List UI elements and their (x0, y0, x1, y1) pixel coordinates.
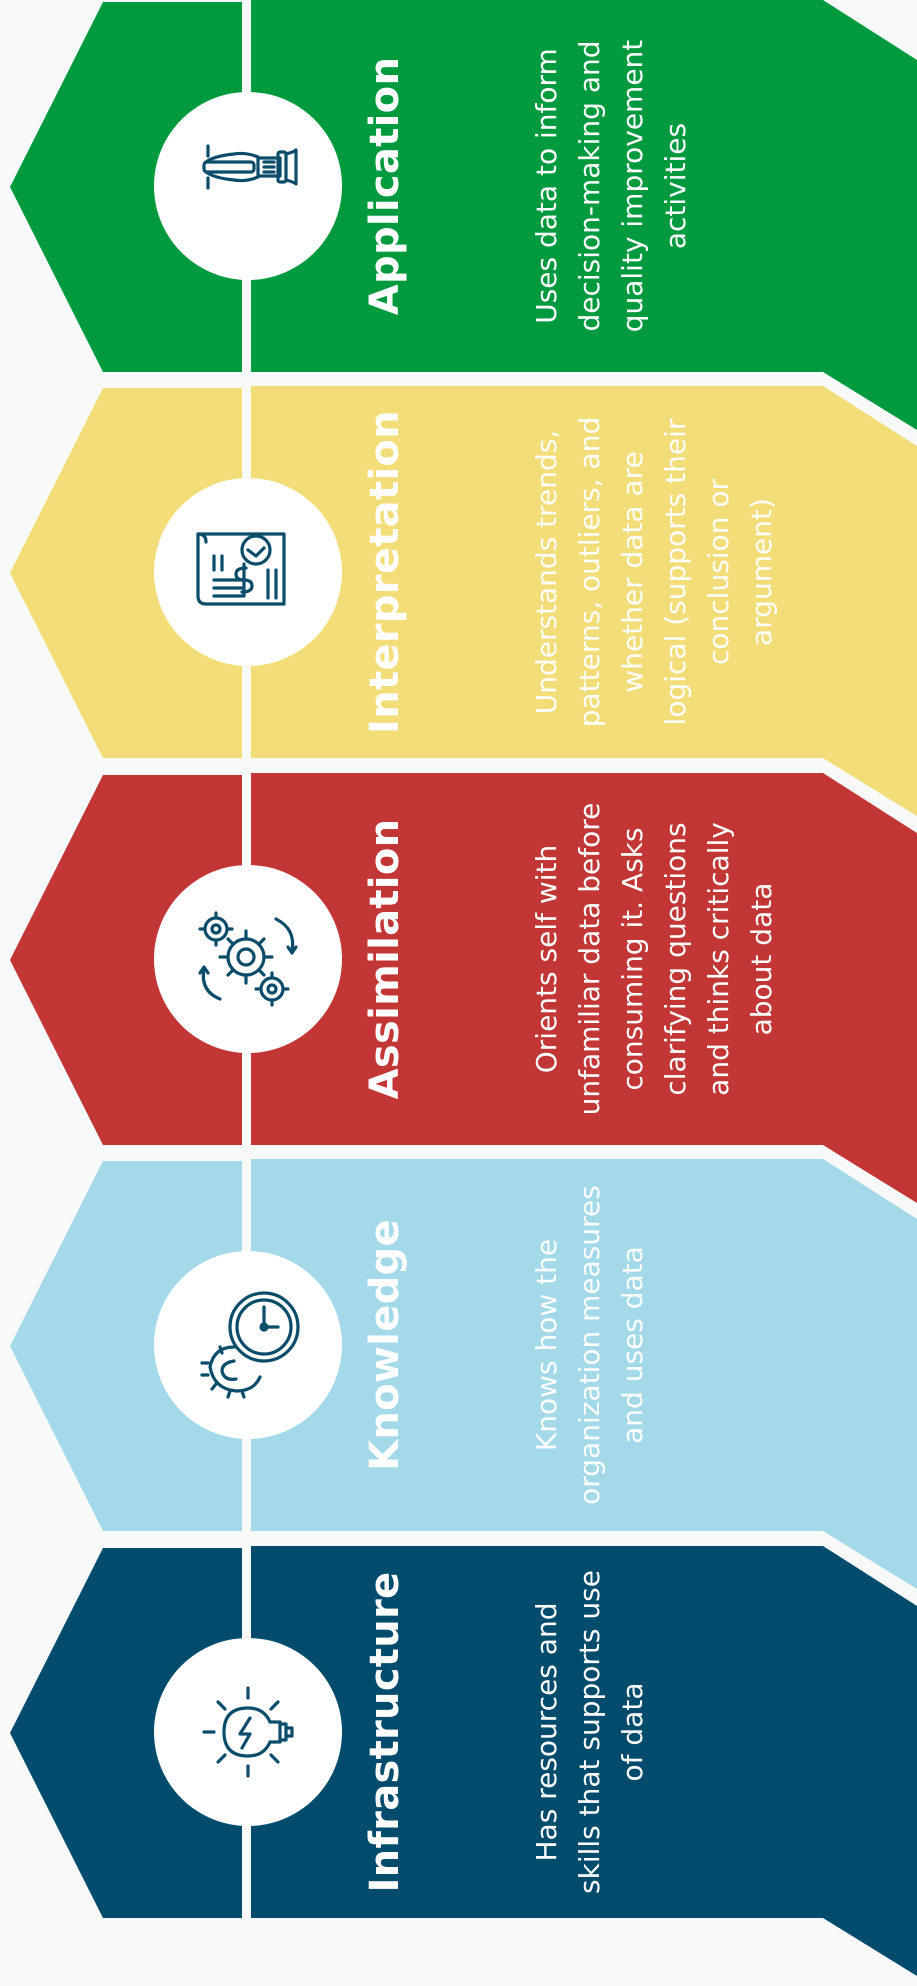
stage-infrastructure-icon-circle (154, 1638, 342, 1826)
stage-knowledge-title: Knowledge (362, 1219, 408, 1471)
stage-application-description: Uses data to inform decision-making and … (530, 39, 692, 333)
stage-knowledge: Knowledge Knows how the organization mea… (0, 1159, 917, 1599)
trophy-icon (202, 144, 298, 190)
stage-interpretation-icon-circle (154, 478, 342, 666)
stage-knowledge-icon-circle (154, 1251, 342, 1439)
stage-application: Application Uses data to inform decision… (0, 0, 917, 440)
stage-assimilation-shape (10, 773, 917, 1203)
stage-infrastructure-shape (10, 1546, 917, 1976)
financial-report-icon (196, 532, 286, 606)
stage-assimilation-icon-circle (154, 865, 342, 1053)
stage-interpretation: Interpretation Understands trends, patte… (0, 386, 917, 826)
stage-infrastructure: Infrastructure Has resources and skills … (0, 1546, 917, 1986)
stage-assimilation-title: Assimilation (362, 818, 408, 1100)
stage-knowledge-description: Knows how the organization measures and … (530, 1185, 649, 1505)
gears-icon (198, 911, 298, 1007)
stage-interpretation-shape (10, 386, 917, 816)
stage-interpretation-title: Interpretation (362, 410, 408, 734)
stage-interpretation-description: Understands trends, patterns, outliers, … (530, 416, 778, 728)
stage-infrastructure-title: Infrastructure (362, 1571, 408, 1893)
stage-application-icon-circle (154, 92, 342, 280)
stage-assimilation: Assimilation Orients self with unfamilia… (0, 773, 917, 1213)
stage-infrastructure-description: Has resources and skills that supports u… (530, 1570, 649, 1894)
stage-application-shape (10, 0, 917, 430)
stage-assimilation-description: Orients self with unfamiliar data before… (530, 802, 778, 1116)
stage-application-title: Application (362, 56, 408, 316)
stage-knowledge-shape (10, 1159, 917, 1589)
lightbulb-icon (202, 1686, 294, 1778)
clock-gear-icon (200, 1291, 300, 1399)
